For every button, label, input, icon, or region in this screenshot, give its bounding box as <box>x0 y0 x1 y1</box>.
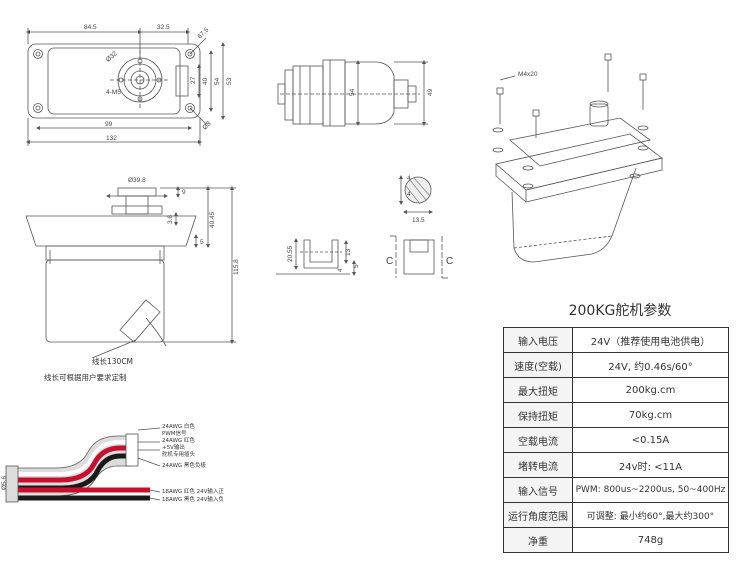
dim-99: 99 <box>105 121 113 128</box>
bracket-dim-13: 13 <box>345 248 352 256</box>
dim-32-5: 32.5 <box>157 24 170 31</box>
spec-key: 输入信号 <box>503 477 573 503</box>
exploded-view <box>492 53 663 263</box>
side-dim-49: 49 <box>427 88 434 96</box>
front-dim-9: 9 <box>182 189 186 196</box>
spline-dim-4a: 4 <box>407 175 411 182</box>
spline-dim-13-5: 13.5 <box>412 217 425 224</box>
wire-label-3: 24AWG 红色 <box>162 436 195 444</box>
wire-label-7: 18AWG 红色 24V输入正 <box>162 487 224 495</box>
front-dim-5: 5 <box>200 239 204 246</box>
wire-label-8: 18AWG 黑色 24V输入负 <box>162 495 224 503</box>
side-dim-54: 54 <box>349 88 356 96</box>
wire-label-5: 舵机专用插头 <box>162 450 196 458</box>
wire-label-2: PWM信号 <box>162 429 187 437</box>
section-label-right: C <box>446 256 453 267</box>
spec-key: 空载电流 <box>503 427 573 453</box>
spec-value: 70kg.cm <box>572 402 729 428</box>
spec-key: 速度(空载) <box>503 352 573 378</box>
dim-27: 27 <box>190 76 197 84</box>
front-dim-40-45: 40.45 <box>209 211 216 228</box>
bracket-dim-4: 4 <box>337 268 344 272</box>
wire-label-6: 24AWG 黑色负极 <box>162 461 206 469</box>
spec-value: 24V（推荐使用电池供电） <box>572 327 729 353</box>
side-view <box>277 59 428 127</box>
wiring-diagram <box>5 427 161 503</box>
table-row: 运行角度范围可调整: 最小约60°,最大约300° <box>503 502 729 528</box>
bracket-dim-20-55: 20.55 <box>287 245 294 262</box>
spec-table-title: 200KG舵机参数 <box>568 303 672 319</box>
spec-value: 可调整: 最小约60°,最大约300° <box>572 502 729 528</box>
bracket-views <box>276 235 448 279</box>
dim-dia-8: Ø8 <box>201 120 212 131</box>
table-row: 速度(空载)24V, 约0.46s/60° <box>503 352 729 378</box>
wire-label-4: +5V输出 <box>162 443 185 451</box>
spec-value: 200kg.cm <box>572 377 729 403</box>
front-dim-dia-39-8: Ø39.8 <box>128 177 146 184</box>
spec-value: 24v时: <11A <box>572 452 729 478</box>
spec-key: 最大扭矩 <box>503 377 573 403</box>
cable-length-note: 线长130CM <box>92 356 133 366</box>
bracket-dim-5: 5 <box>353 264 360 268</box>
cable-custom-note: 线长可根据用户要求定制 <box>44 372 127 382</box>
dim-40: 40 <box>202 77 209 85</box>
spec-value: <0.15A <box>572 427 729 453</box>
dim-67-5: 67.5 <box>196 26 210 40</box>
screw-label: M4x20 <box>518 71 538 78</box>
spec-key: 堵转电流 <box>503 452 573 478</box>
front-dim-115-8: 115.8 <box>233 259 240 275</box>
dim-54: 54 <box>214 77 221 85</box>
front-dim-3-6: 3.6 <box>167 215 174 224</box>
wire-diameter: Ø5.6 <box>1 476 8 490</box>
front-view <box>25 186 236 359</box>
dim-53: 53 <box>226 77 233 85</box>
spec-value: PWM: 800us~2200us, 50~400Hz <box>572 477 729 503</box>
dim-84-5: 84.5 <box>84 24 97 31</box>
section-label-left: C <box>386 256 393 267</box>
wire-label-1: 24AWG 白色 <box>162 422 195 430</box>
table-row: 空载电流<0.15A <box>503 427 729 453</box>
spec-key: 运行角度范围 <box>503 502 573 528</box>
spec-key: 保持扭矩 <box>503 402 573 428</box>
spline-dim-4b: 4 <box>407 191 411 198</box>
dim-4-m5: 4-M5 <box>106 89 121 96</box>
dim-dia-32: Ø32 <box>105 50 119 64</box>
top-view <box>26 28 225 146</box>
spec-key: 输入电压 <box>503 327 573 353</box>
dim-132: 132 <box>106 135 117 142</box>
spec-value: 24V, 约0.46s/60° <box>572 352 729 378</box>
spec-key: 净重 <box>503 527 573 553</box>
spec-value: 748g <box>572 527 729 553</box>
spline-section <box>399 175 433 214</box>
